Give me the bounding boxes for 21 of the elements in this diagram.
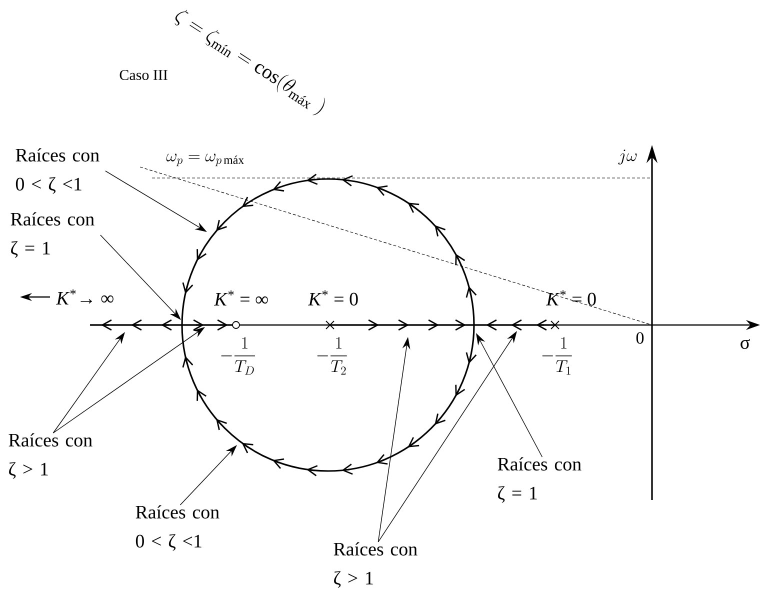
gain-label: K$^{*}$→ ∞ [56,290,114,304]
callout-label: Raíces con ζ = 1 [10,212,94,258]
axis-label: σ [740,339,750,349]
gain-label: K$^{*}$ = 0 [546,290,596,306]
pole-label: $-\frac{1}{T_{D}}$ [221,337,255,375]
gain-label: K$^{*}$ = ∞ [214,290,268,306]
callout-label: Raíces con 0 < ζ <1 [16,148,100,194]
gain-label: K$^{*}$ = 0 [308,290,358,306]
callout-label: Raíces con 0 < ζ <1 [136,505,220,551]
axis-label: $j\omega$ [618,150,637,164]
leader-line [100,234,181,320]
callout-label: Raíces con ζ > 1 [334,542,418,588]
pole-label: $-\frac{1}{T_{2}}$ [317,337,347,375]
pole-label: $-\frac{1}{T_{1}}$ [542,337,572,375]
origin-label: 0 [636,332,644,344]
leader-line [180,445,237,506]
callout-label: Raíces con ζ = 1 [498,457,582,503]
case-label: Caso III [120,70,168,80]
callout-label: Raíces con ζ > 1 [8,433,92,479]
formula-label: $\zeta = \zeta_{\text{mín}} = \cos(\theta_{\text{máx}}\;)$ [174,10,325,116]
constraint-label: $\omega_{p} = \omega_{p\,\text{máx}}$ [166,154,244,166]
